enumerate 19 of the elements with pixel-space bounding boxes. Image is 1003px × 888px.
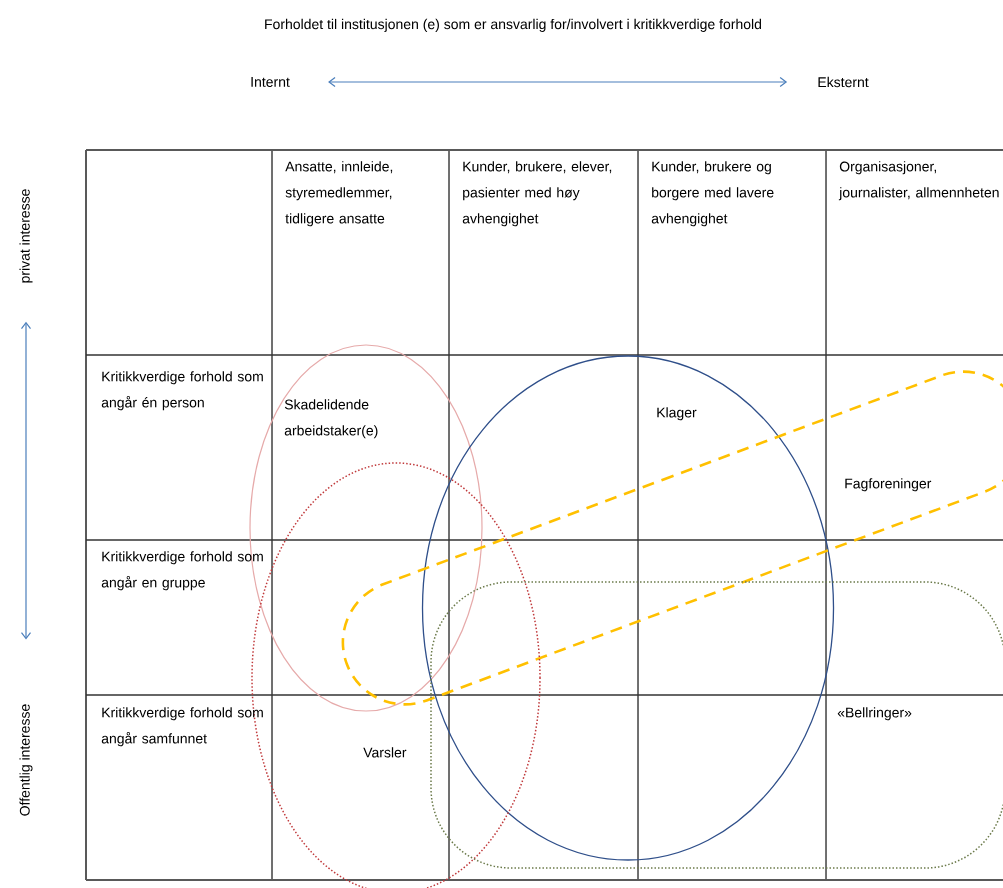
table-cell-text: Kunder, brukere og borgere med lavere avhengighet [651,161,774,227]
region-label: «Bellringer» [837,707,912,721]
axis-label: Eksternt [818,76,869,88]
region-label: Skadelidende arbeidstaker(e) [284,399,378,439]
table-cell-text: Kritikkverdige forhold som angår samfunnet [101,707,263,747]
arrow [328,76,788,88]
region-label: Fagforeninger [845,478,932,492]
table-cell-text: Organisasjoner, journalister, allmennheten [838,161,999,201]
title: Forholdet til institusjonen (e) som er ansvarlig for/involvert i kritikkverdige forhold [265,18,761,32]
region-label: Klager [657,407,697,421]
axis-label: privat interesse [19,189,33,283]
axis-label: Internt [251,77,290,87]
region-label: Varsler [363,747,407,758]
table-cell-text: Kunder, brukere, elever, pasienter med høy avhengighet [462,161,612,227]
table-cell-text: Ansatte, innleide, styremedlemmer, tidligere ansatte [285,161,393,227]
arrow [20,321,32,640]
table-cell-text: Kritikkverdige forhold som angår én person [101,371,263,411]
table-cell-text: Kritikkverdige forhold som angår en gruppe [101,551,263,591]
axis-label: Offentlig interesse [19,704,33,816]
